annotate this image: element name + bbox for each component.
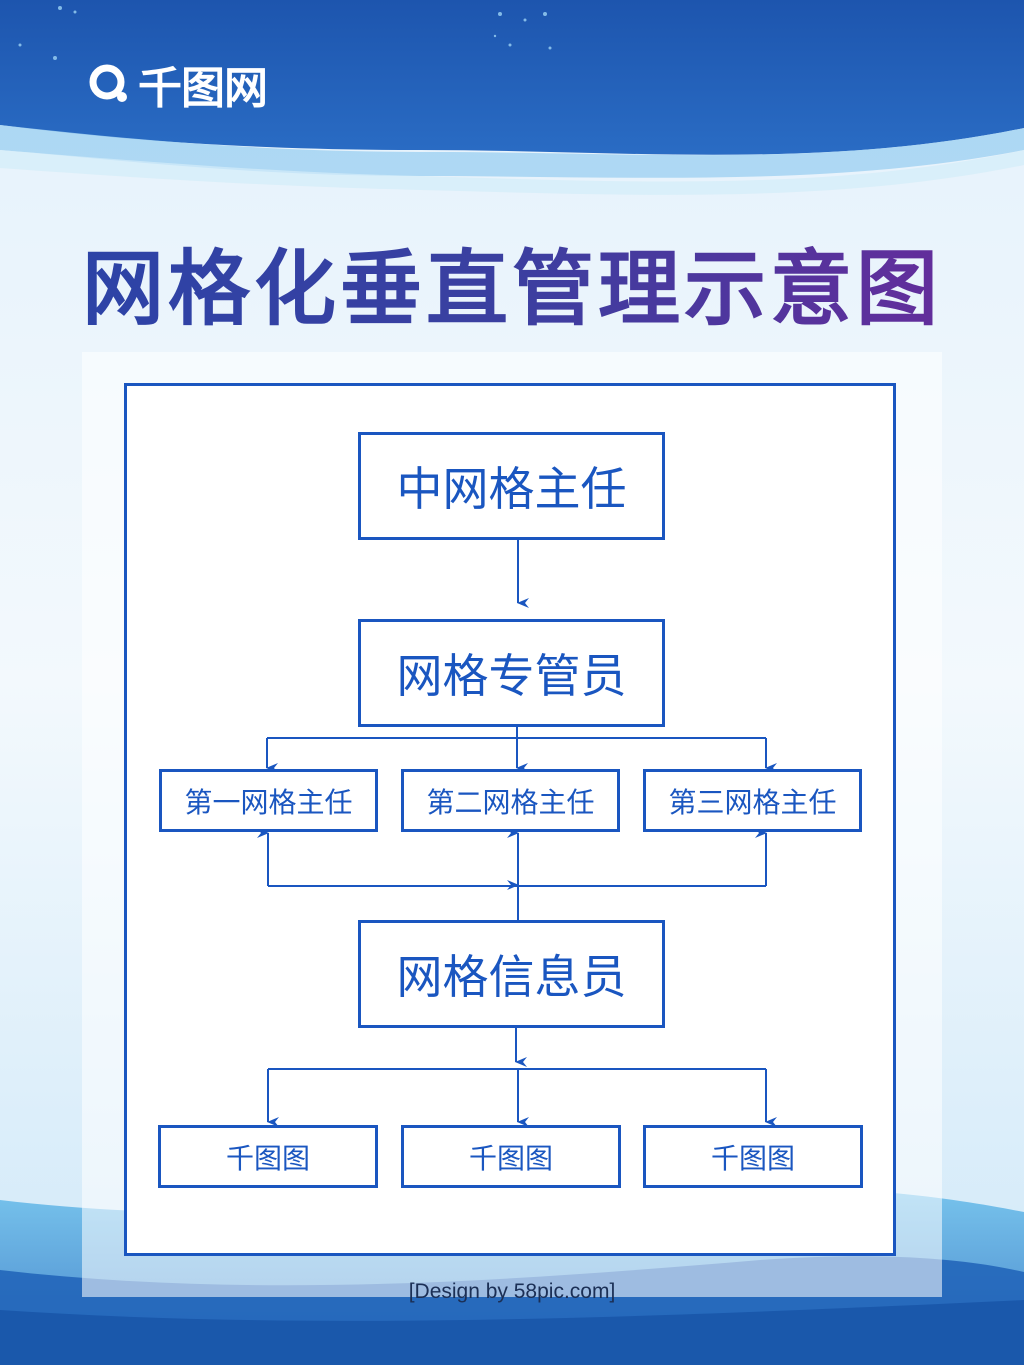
node-manager-2: 第二网格主任 bbox=[401, 769, 620, 832]
node-bottom-2: 千图图 bbox=[401, 1125, 621, 1188]
node-info-officer: 网格信息员 bbox=[358, 920, 665, 1028]
node-top-director: 中网格主任 bbox=[358, 432, 665, 540]
logo-q-icon bbox=[89, 64, 127, 102]
node-bottom-1: 千图图 bbox=[158, 1125, 378, 1188]
page-title: 网格化垂直管理示意图 bbox=[0, 222, 1024, 341]
node-bottom-3: 千图图 bbox=[643, 1125, 863, 1188]
logo-text: 千图网 bbox=[138, 63, 268, 114]
node-grid-specialist: 网格专管员 bbox=[358, 619, 665, 727]
design-credit: [Design by 58pic.com] bbox=[408, 1280, 616, 1303]
node-manager-3: 第三网格主任 bbox=[643, 769, 862, 832]
node-manager-1: 第一网格主任 bbox=[159, 769, 378, 832]
logo: 千图网 bbox=[88, 52, 268, 116]
